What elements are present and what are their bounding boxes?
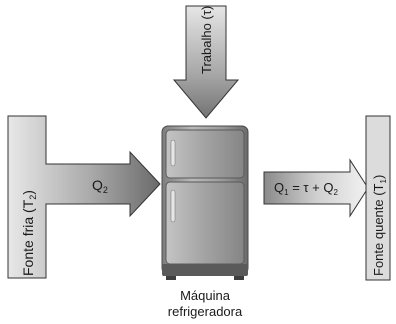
hot-source-label: Fonte quente (T1) [371,175,388,276]
refrigerator-icon [161,125,249,280]
cold-source-label: Fonte fria (T2) [20,190,38,276]
q2-label: Q2 [92,177,108,195]
cold-source-arrow [7,115,161,279]
machine-label-line1: Máquina [180,288,231,303]
q1-equation-label: Q1 = τ + Q2 [274,180,338,197]
hot-source-arrow [263,158,369,218]
hot-source-block [365,115,391,281]
work-arrow [172,5,240,119]
machine-label-line2: refrigeradora [168,304,243,319]
work-label: Trabalho (τ) [199,6,214,74]
